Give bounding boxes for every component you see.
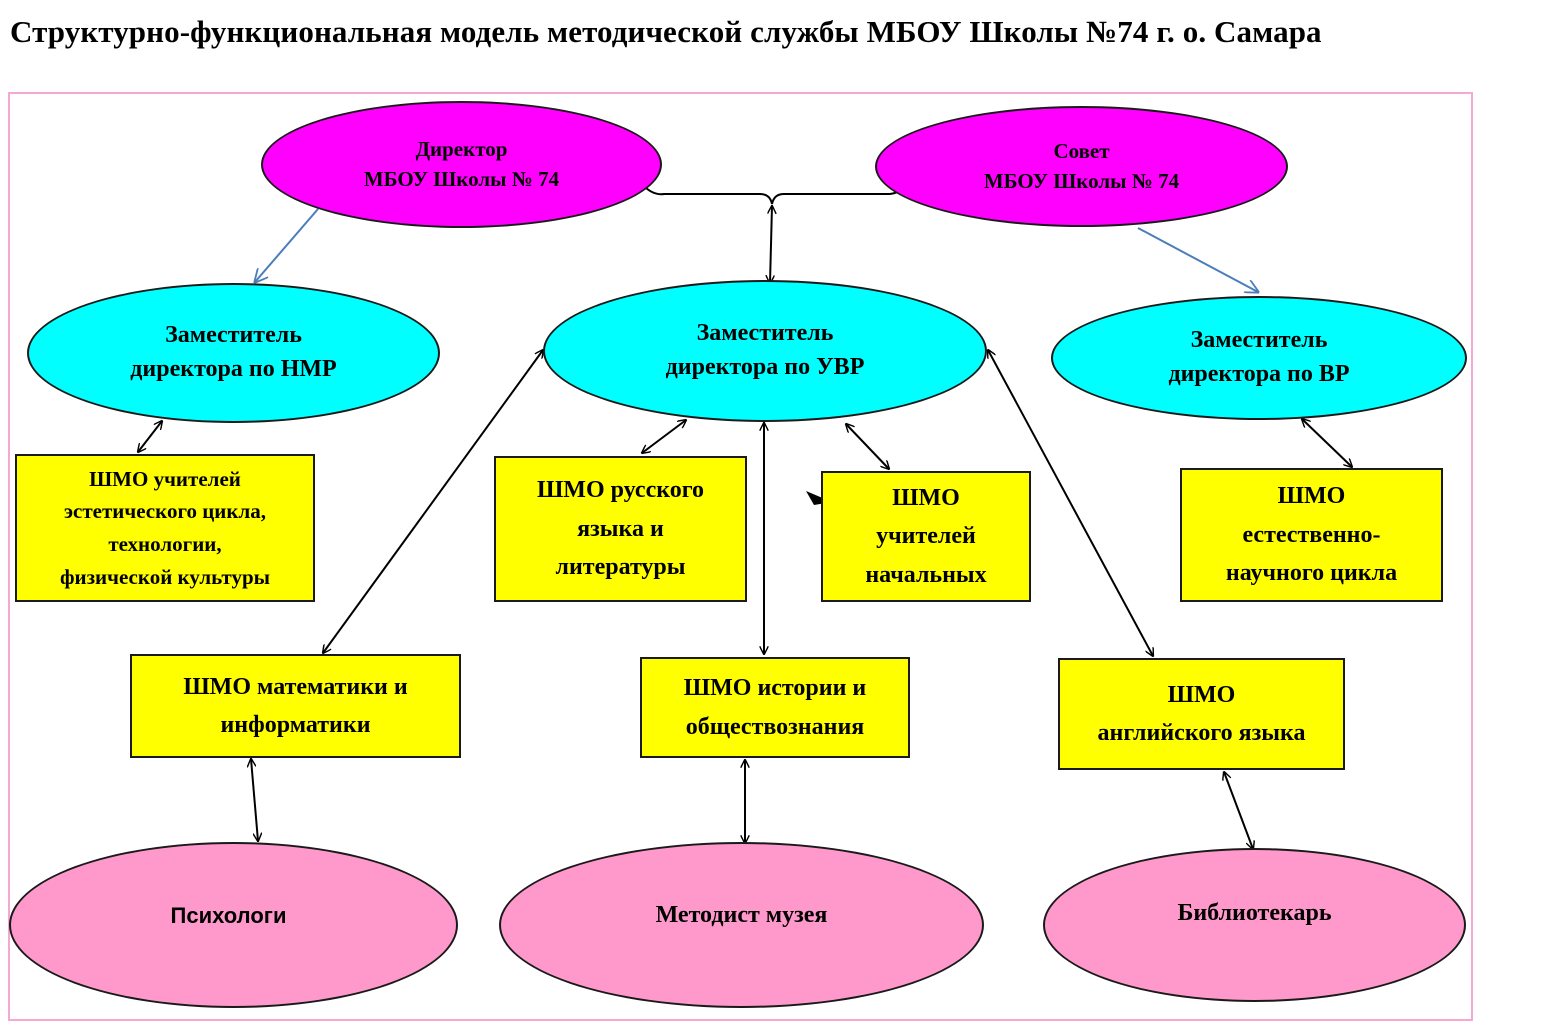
deputy-nmr-line-2: директора по НМР	[130, 356, 337, 382]
shmo-history-line-1: ШМО истории и	[683, 675, 867, 702]
shmo-math-line-2: информатики	[220, 712, 371, 738]
shmo-primary-line-2: учителей	[876, 523, 976, 550]
shmo-science-box: ШМО естественно- научного цикла	[1180, 468, 1443, 602]
shmo-science-line-2: естественно-	[1242, 521, 1381, 548]
deputy-vr-line-1: Заместитель	[1190, 327, 1328, 354]
librarian-label: Библиотекарь	[1177, 900, 1332, 927]
shmo-history-line-2: обществознания	[685, 713, 865, 740]
shmo-aesthetic-line-4: физической культуры	[59, 564, 271, 589]
shmo-aesthetic-box: ШМО учителей эстетического цикла, технол…	[15, 454, 315, 602]
museum-methodist-node: Методист музея	[499, 842, 984, 1008]
shmo-math-box: ШМО математики и информатики	[130, 654, 461, 758]
council-node: Совет МБОУ Школы № 74	[875, 106, 1288, 227]
director-line-2: МБОУ Школы № 74	[363, 166, 560, 191]
museum-methodist-label: Методист музея	[655, 902, 828, 929]
psychologists-node: Психологи	[9, 842, 458, 1008]
shmo-aesthetic-line-1: ШМО учителей	[89, 466, 241, 491]
arrow-uvr-primary	[846, 424, 889, 469]
shmo-english-line-1: ШМО	[1167, 681, 1236, 708]
deputy-vr-node: Заместитель директора по ВР	[1051, 296, 1467, 420]
deputy-nmr-line-1: Заместитель	[165, 322, 302, 349]
arrow-uvr-english	[988, 350, 1153, 656]
psychologists-label: Психологи	[170, 902, 287, 928]
shmo-russian-line-3: литературы	[555, 554, 686, 581]
deputy-uvr-line-2: директора по УВР	[665, 354, 865, 380]
shmo-aesthetic-line-2: эстетического цикла,	[63, 499, 267, 524]
blue-arrow-council-vr	[1137, 227, 1258, 292]
deputy-uvr-node: Заместитель директора по УВР	[543, 280, 987, 422]
arrow-math-psychologists	[251, 759, 258, 841]
arrow-uvr-russian	[642, 420, 686, 453]
arrow-english-librarian	[1224, 772, 1253, 849]
shmo-russian-line-1: ШМО русского	[536, 477, 705, 504]
council-line-1: Совет	[1053, 139, 1110, 164]
shmo-primary-line-3: начальных	[865, 561, 987, 588]
deputy-uvr-line-1: Заместитель	[696, 320, 834, 347]
council-line-2: МБОУ Школы № 74	[983, 168, 1180, 193]
arrow-top-to-uvr	[770, 206, 772, 283]
shmo-primary-line-1: ШМО	[892, 484, 960, 511]
shmo-science-line-1: ШМО	[1277, 483, 1346, 510]
arrows	[138, 206, 1352, 849]
shmo-history-box: ШМО истории и обществознания	[640, 657, 910, 758]
director-line-1: Директор	[415, 137, 508, 162]
deputy-vr-line-2: директора по ВР	[1168, 361, 1350, 387]
blue-arrow-director-nmr	[255, 208, 319, 282]
director-node: Директор МБОУ Школы № 74	[261, 101, 662, 228]
arrow-vr-science	[1302, 419, 1352, 467]
page-title: Структурно-функциональная модель методич…	[10, 14, 1322, 49]
top-bracket-connector	[639, 181, 909, 205]
shmo-english-box: ШМО английского языка	[1058, 658, 1345, 770]
librarian-node: Библиотекарь	[1043, 848, 1466, 1002]
arrow-uvr-math	[323, 350, 543, 653]
arrow-nmr-aesthetic	[138, 421, 162, 452]
shmo-math-line-1: ШМО математики и	[183, 673, 408, 700]
shmo-aesthetic-line-3: технологии,	[108, 532, 222, 556]
shmo-english-line-2: английского языка	[1097, 720, 1306, 746]
deputy-nmr-node: Заместитель директора по НМР	[27, 283, 440, 423]
diagram-frame	[8, 92, 1473, 1021]
shmo-russian-box: ШМО русского языка и литературы	[494, 456, 747, 602]
shmo-russian-line-2: языка и	[577, 515, 664, 542]
shmo-science-line-3: научного цикла	[1225, 560, 1398, 587]
shmo-primary-box: ШМО учителей начальных	[821, 471, 1031, 602]
